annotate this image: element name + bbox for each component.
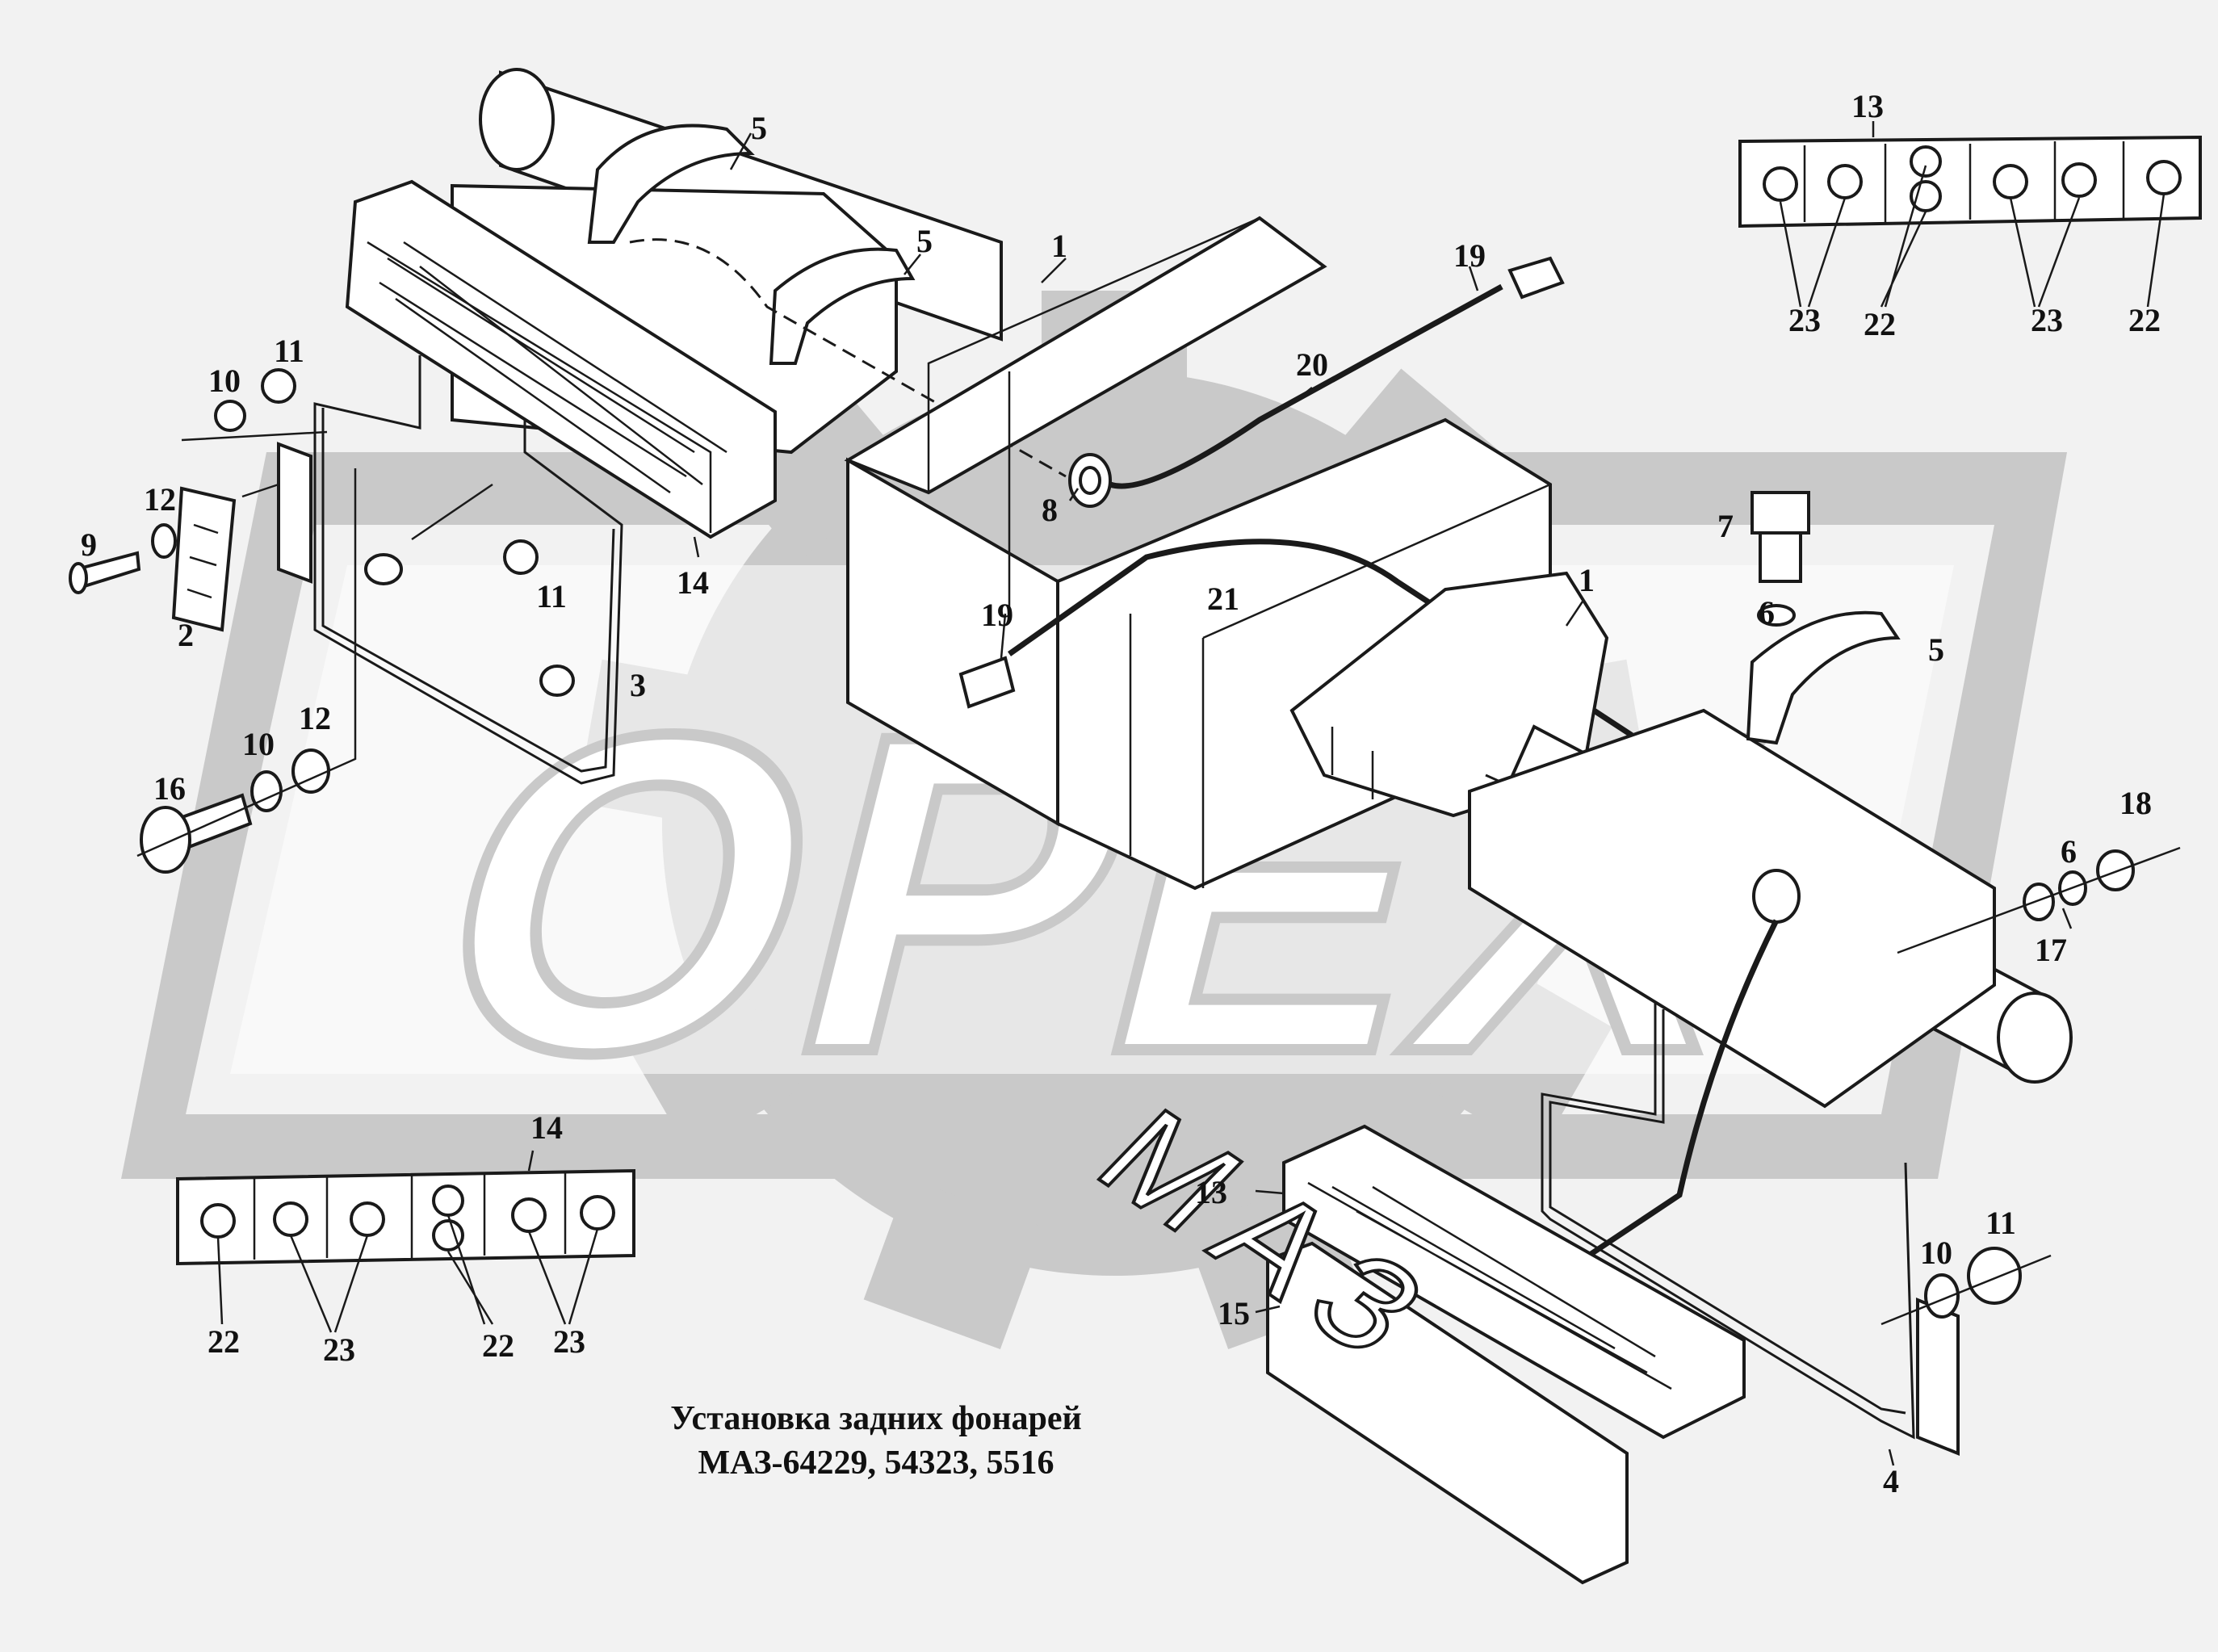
callout-5: 5	[916, 223, 933, 259]
callout-6: 6	[1759, 594, 1775, 631]
nut-11-b	[503, 539, 539, 575]
callout-13: 13	[1195, 1174, 1227, 1210]
caption: Установка задних фонарей МАЗ-64229, 5432…	[670, 1400, 1081, 1482]
lamp-lens-hatch	[379, 241, 727, 494]
callout-17: 17	[2035, 932, 2067, 968]
upper-tube-end	[479, 68, 555, 171]
inset-14-panel	[176, 1168, 635, 1266]
callout-9: 9	[81, 526, 97, 563]
callout-4: 4	[1883, 1463, 1899, 1499]
frame-beam-upper	[844, 216, 1327, 495]
inset-14-label-22b: 22	[482, 1327, 514, 1364]
clamp-5-right	[1746, 610, 1901, 745]
callout-16: 16	[153, 770, 186, 807]
inset-13-label-23a: 23	[1788, 302, 1821, 338]
washer-12-a	[151, 523, 177, 559]
hidden-wire-path	[629, 238, 1067, 478]
number-plate-15	[1266, 1241, 1629, 1585]
washer-10-c	[1924, 1273, 1960, 1319]
plate-right	[1916, 1298, 1960, 1456]
caption-line-2: МАЗ-64229, 54323, 5516	[698, 1444, 1054, 1482]
nut-11-a	[261, 368, 296, 404]
nut-left	[364, 553, 403, 585]
callout-10: 10	[1920, 1235, 1952, 1271]
callout-1: 1	[1579, 562, 1595, 598]
washer-10-a	[214, 400, 246, 432]
callout-14: 14	[677, 564, 709, 601]
callout-2: 2	[178, 617, 194, 653]
callout-11: 11	[536, 578, 567, 614]
bracket-4	[1541, 1001, 1915, 1440]
inset-13-label-23b: 23	[2031, 302, 2063, 338]
inset-bottom-left: 14 22 23 22 23	[176, 1109, 635, 1368]
inset-13-label-22a: 22	[1864, 306, 1896, 342]
callout-5: 5	[751, 110, 767, 146]
callout-12: 12	[299, 700, 331, 736]
inset-14-label-23a: 23	[323, 1331, 355, 1368]
callout-8: 8	[1042, 492, 1058, 528]
rear-lamp-14	[345, 179, 777, 539]
inset-14-label-23b: 23	[553, 1323, 585, 1360]
callout-11: 11	[1985, 1205, 2016, 1241]
callout-21: 21	[1207, 581, 1239, 617]
callout-11: 11	[274, 333, 304, 369]
inset-top-right: 13 23 22 23 22	[1738, 88, 2202, 342]
bolt-7-shank	[1759, 531, 1802, 583]
nut-18	[2096, 849, 2135, 891]
callout-labels: 5 5 1 19 20 10 11 12 9 2 14 11 8 7 6 5 1…	[81, 110, 2152, 1499]
nut-11-c	[1967, 1247, 2022, 1305]
leader-lines	[693, 132, 2073, 1466]
inset-14-label-22a: 22	[208, 1323, 240, 1360]
callout-5: 5	[1928, 631, 1944, 668]
callout-19: 19	[1453, 237, 1486, 274]
mounting-plate	[277, 442, 312, 584]
washer-17	[2023, 883, 2055, 921]
callout-7: 7	[1717, 508, 1734, 544]
bracket-3	[313, 355, 623, 785]
wire-20	[1109, 283, 1503, 489]
inset-14-title: 14	[530, 1109, 563, 1146]
clamp-5-upper-a	[587, 124, 755, 244]
grommet-right	[1752, 869, 1801, 924]
callout-6: 6	[2061, 833, 2077, 870]
lamp-13-lens-hatch	[1307, 1181, 1672, 1390]
callout-10: 10	[242, 726, 275, 762]
washer-6-a	[1757, 604, 1796, 627]
inset-13-label-22b: 22	[2128, 302, 2161, 338]
washer-10-b	[250, 770, 283, 812]
connector-19-lower	[958, 656, 1016, 709]
clamp-5-upper-b	[769, 247, 916, 365]
bolt-7-head	[1751, 491, 1810, 535]
left-lamp-assembly	[69, 68, 1067, 874]
wire-21	[1007, 539, 1771, 874]
wire-right	[1581, 919, 1780, 1262]
connector-19-upper	[1507, 256, 1565, 300]
nut-3	[539, 665, 575, 697]
callout-3: 3	[630, 667, 646, 703]
callout-19: 19	[981, 597, 1013, 633]
callout-20: 20	[1296, 346, 1328, 383]
inset-13-title: 13	[1851, 88, 1884, 124]
washer-12-b	[291, 748, 330, 794]
callout-12: 12	[144, 481, 176, 518]
callout-15: 15	[1218, 1295, 1250, 1331]
callout-18: 18	[2119, 785, 2152, 821]
callout-10: 10	[208, 363, 241, 399]
right-tube-end	[1997, 992, 2073, 1084]
caption-line-1: Установка задних фонарей	[670, 1400, 1081, 1437]
callout-1: 1	[1051, 228, 1067, 264]
right-bracket-block	[1468, 708, 1996, 1109]
rear-lamp-13	[1282, 1124, 1746, 1440]
plate-2	[171, 486, 237, 632]
